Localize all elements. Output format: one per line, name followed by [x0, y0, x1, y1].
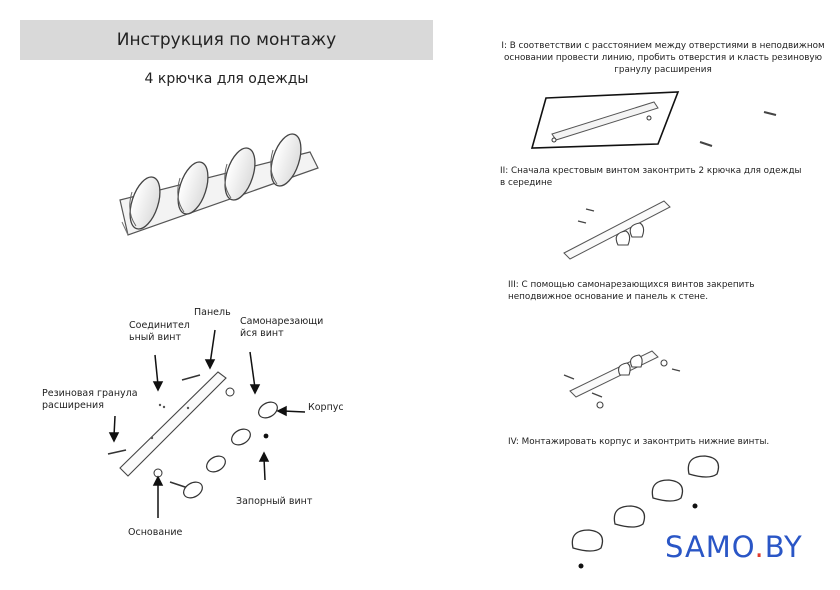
instruction-title: Инструкция по монтажу [116, 30, 337, 50]
label-panel: Панель [194, 307, 231, 318]
exploded-parts-diagram [107, 329, 306, 518]
hooks-product-illustration [119, 133, 319, 236]
step-3-illustration [563, 350, 681, 409]
label-self-tapping-screw: Самонарезающи йся винт [240, 316, 324, 339]
step-1-illustration [530, 91, 777, 149]
label-connector-screw: Соединител ьный винт [129, 320, 190, 343]
step-3-text: III: С помощью самонарезающихся винтов з… [508, 280, 755, 302]
samo-by-watermark-logo: SAMO.BY [665, 530, 803, 564]
product-subtitle: 4 крючка для одежды [144, 71, 309, 87]
step-4-illustration [571, 455, 720, 569]
step-2-illustration [563, 200, 671, 260]
step-2-text: II: Сначала крестовым винтом законтрить … [500, 166, 802, 188]
label-body: Корпус [308, 402, 344, 413]
step-1-text: I: В соответствии с расстоянием между от… [501, 41, 825, 75]
label-base: Основание [128, 527, 183, 538]
instruction-header: Инструкция по монтажу [20, 20, 433, 60]
label-lock-screw: Запорный винт [236, 496, 313, 507]
step-4-text: IV: Монтажировать корпус и законтрить ни… [508, 437, 770, 447]
label-rubber-granule: Резиновая гранула расширения [42, 388, 138, 411]
